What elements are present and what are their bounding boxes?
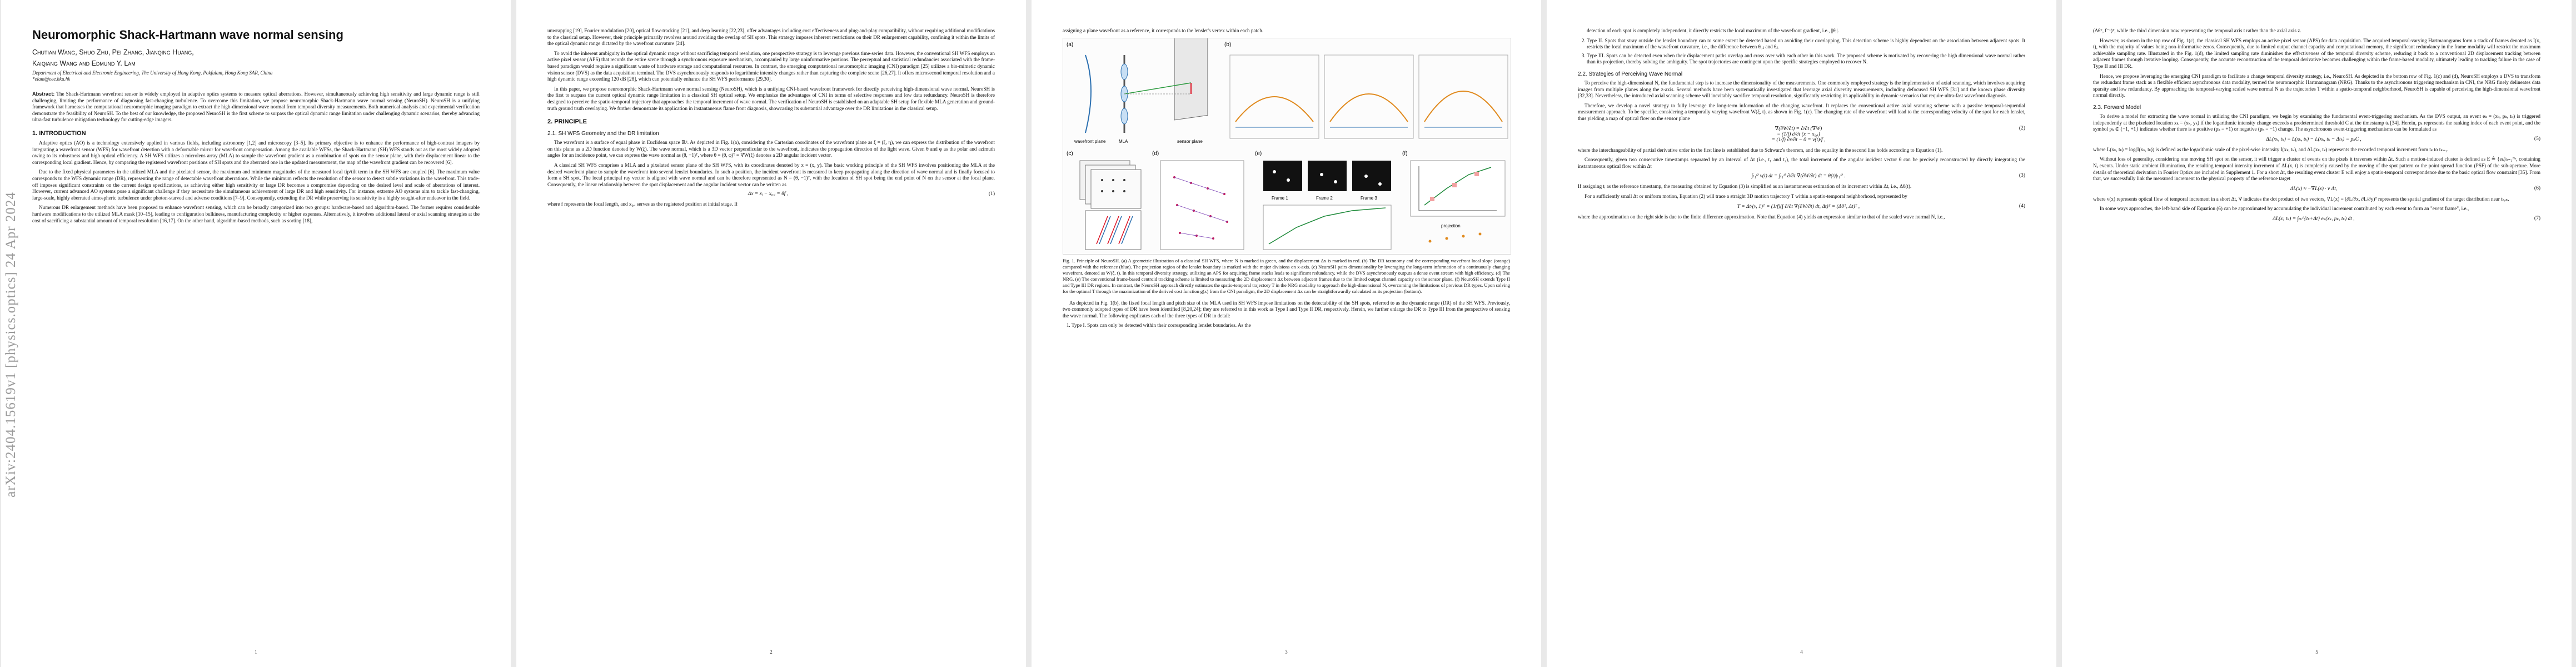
- equation-6: ΔL(x) ≈ −∇L(x) · v Δt,(6): [2290, 185, 2540, 192]
- paragraph: Without loss of generality, considering …: [2093, 156, 2540, 182]
- svg-text:(b): (b): [1224, 42, 1231, 48]
- paragraph: However, as shown in the top row of Fig.…: [2093, 37, 2540, 69]
- svg-text:MLA: MLA: [1119, 139, 1128, 144]
- paragraph: To avoid the inherent ambiguity in the o…: [547, 50, 995, 82]
- paragraph: For a sufficiently small Δt or uniform m…: [1585, 193, 1907, 199]
- equation-7: ΔL(x; tₖ) = ∫ₜₖ^{tₖ+Δt} eₖ(xₖ, pₖ, tₖ) d…: [2273, 215, 2540, 222]
- figure-1: (a) wavefront plane MLA sensor plane (b): [1063, 31, 1511, 255]
- paragraph: If assigning tᵢ as the reference timesta…: [1578, 183, 1912, 190]
- list-item: Type II. Spots that stray outside the le…: [1587, 38, 2025, 51]
- paragraph: Adaptive optics (AO) is a technology ext…: [32, 140, 480, 165]
- svg-text:sensor plane: sensor plane: [1177, 139, 1203, 144]
- abstract-label: Abstract:: [32, 91, 55, 97]
- svg-text:(e): (e): [1255, 151, 1262, 157]
- figure-1-caption: Fig. 1. Principle of NeuroSH. (a) A geom…: [1063, 257, 1510, 294]
- abstract: Abstract: The Shack-Hartmann wavefront s…: [32, 91, 480, 123]
- paragraph: where L(xₖ, tₖ) = log(I(xₖ, tₖ)) is defi…: [2093, 146, 2449, 152]
- paragraph: The wavefront is a surface of equal phas…: [547, 140, 995, 158]
- svg-text:Frame 3: Frame 3: [1361, 196, 1377, 201]
- section-heading: 2. PRINCIPLE: [547, 118, 587, 126]
- panel-f: (f) projection: [1402, 151, 1506, 243]
- paragraph: where the approximation on the right sid…: [1578, 213, 1945, 220]
- subsection-heading: 2.2. Strategies of Perceiving Wave Norma…: [1578, 71, 1683, 77]
- paragraph: Therefore, we develop a novel strategy t…: [1578, 102, 2025, 121]
- paragraph: In some ways approaches, the left-hand s…: [2100, 206, 2469, 212]
- arxiv-stamp: arXiv:2404.15619v1 [physics.optics] 24 A…: [1, 145, 22, 545]
- equation-5: ΔL(xₖ, tₖ) = L(xₖ, tₖ) − L(xₖ, tₖ − Δtₖ)…: [2266, 136, 2540, 142]
- paragraph: detection of each spot is completely ind…: [1587, 28, 1839, 33]
- svg-text:(d): (d): [1152, 151, 1159, 157]
- affiliation: Department of Electrical and Electronic …: [32, 70, 273, 76]
- authors-line-1: Chutian Wang, Shuo Zhu, Pei Zhang, Jianq…: [32, 48, 194, 56]
- panel-c: (c): [1067, 151, 1142, 250]
- panel-e: (e) Frame 1 Frame 2 Frame 3: [1255, 151, 1392, 250]
- equation-2: ∇(∂W/∂t) = ∂/∂t (∇W)= (1/f) ∂/∂t (x − x₀…: [1771, 125, 2025, 143]
- page-number: 3: [1285, 649, 1288, 655]
- equation-1: Δx = xᵢ − x₀,ᵢ = θf ,(1): [748, 191, 995, 197]
- paragraph: To perceive the high-dimensional N, the …: [1578, 79, 2025, 99]
- paragraph: A classical SH WFS comprises a MLA and a…: [547, 162, 995, 187]
- svg-text:Frame 1: Frame 1: [1272, 196, 1288, 201]
- paragraph: Due to the fixed physical parameters in …: [32, 169, 480, 201]
- page-3: assigning a plane wavefront as a referen…: [1032, 0, 1541, 667]
- paragraph: assigning a plane wavefront as a referen…: [1063, 28, 1264, 33]
- list-item: Type III. Spots can be detected even whe…: [1587, 53, 2025, 66]
- svg-text:Frame 2: Frame 2: [1316, 196, 1333, 201]
- page-2: unwrapping [19], Fourier modulation [20]…: [516, 0, 1026, 667]
- email: *elam@eee.hku.hk: [32, 76, 71, 82]
- paper-title: Neuromorphic Shack-Hartmann wave normal …: [32, 28, 343, 42]
- panel-d: (d): [1152, 151, 1244, 250]
- equation-4: T = Δt·(v, 1)ᵀ = (1/f)(∫ ∂/∂t ∇(∂W/∂t) d…: [1737, 203, 2025, 210]
- list-item: Type I. Spots can only be detected withi…: [1072, 322, 1510, 329]
- paragraph: where the interchangeability of partial …: [1578, 147, 1943, 153]
- paragraph: Consequently, given two consecutive time…: [1578, 157, 2025, 169]
- page-number: 5: [2315, 649, 2318, 655]
- subsection-heading: 2.3. Forward Model: [2093, 104, 2141, 111]
- subsection-heading: 2.1. SH WFS Geometry and the DR limitati…: [547, 131, 659, 137]
- section-heading: 1. INTRODUCTION: [32, 130, 86, 137]
- page-number: 1: [255, 649, 257, 655]
- paragraph: unwrapping [19], Fourier modulation [20]…: [547, 28, 995, 47]
- panel-a: (a) wavefront plane MLA sensor plane: [1067, 31, 1208, 144]
- panel-b: (b): [1224, 42, 1508, 139]
- paragraph: To derive a model for extracting the wav…: [2093, 113, 2540, 132]
- svg-text:(a): (a): [1067, 42, 1073, 48]
- svg-text:wavefront plane: wavefront plane: [1074, 139, 1106, 144]
- paragraph: where v(x) represents optical flow of te…: [2093, 196, 2509, 202]
- paragraph: Numerous DR enlargement methods have bee…: [32, 205, 480, 223]
- page-1: arXiv:2404.15619v1 [physics.optics] 24 A…: [1, 0, 511, 667]
- arxiv-id: arXiv:2404.15619v1 [physics.optics] 24 A…: [3, 192, 18, 497]
- svg-text:(c): (c): [1067, 151, 1073, 157]
- page-4: detection of each spot is completely ind…: [1547, 0, 2056, 667]
- equation-3: ∫ₜ₁ᵗ² v(t) dt = ∫ₜ₁ᵗ² ∂/∂t ∇(∂W/∂t) dt =…: [1751, 173, 2025, 180]
- page-number: 4: [1800, 649, 1803, 655]
- abstract-text: The Shack-Hartmann wavefront sensor is w…: [32, 91, 480, 123]
- figure-1-graphic: (a) wavefront plane MLA sensor plane (b): [1067, 31, 1508, 250]
- paragraph: As depicted in Fig. 1(b), the fixed foca…: [1063, 300, 1510, 318]
- paragraph: (Δθᵀ, f⁻¹)ᵀ, while the third dimension n…: [2093, 28, 2301, 33]
- paragraph: where f represents the focal length, and…: [547, 201, 738, 207]
- page-5: (Δθᵀ, f⁻¹)ᵀ, while the third dimension n…: [2062, 0, 2572, 667]
- authors-line-2: Kaiqiang Wang and Edmund Y. Lam: [32, 59, 136, 67]
- page-number: 2: [770, 649, 773, 655]
- svg-text:projection: projection: [1441, 223, 1461, 228]
- svg-text:(f): (f): [1402, 151, 1407, 157]
- paragraph: In this paper, we propose neuromorphic S…: [547, 86, 995, 111]
- paragraph: Hence, we propose leveraging the emergin…: [2093, 73, 2540, 98]
